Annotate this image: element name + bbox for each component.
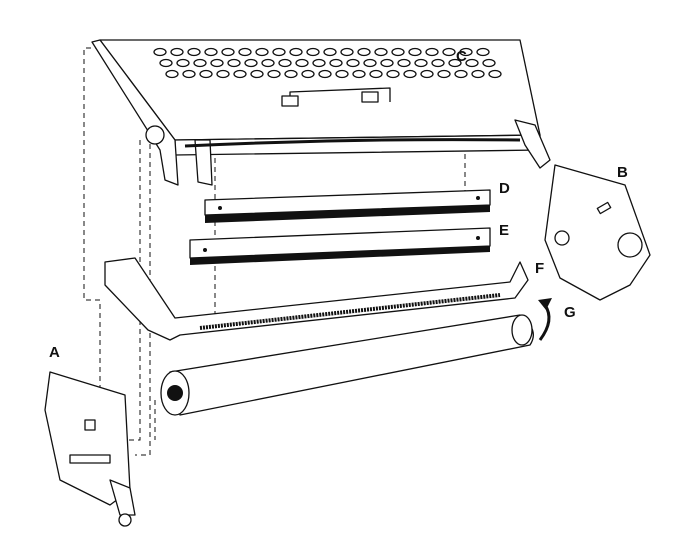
vent-hole [267,69,281,79]
vent-hole [488,69,502,79]
vent-hole [476,47,490,57]
vent-hole [301,69,315,79]
vent-hole [250,69,264,79]
vent-hole [420,69,434,79]
vent-hole [442,47,456,57]
vent-hole [437,69,451,79]
label-e: E [499,222,510,239]
vent-hole [465,58,479,68]
top-cover-c [91,39,551,186]
vent-hole [159,58,173,68]
vent-hole [170,47,184,57]
vent-hole [193,58,207,68]
vent-hole [459,47,473,57]
vent-hole [318,69,332,79]
label-b: B [617,164,628,181]
vent-hole [346,58,360,68]
vent-hole [204,47,218,57]
vent-hole [244,58,258,68]
vent-hole [386,69,400,79]
vent-hole [182,69,196,79]
vent-hole [403,69,417,79]
vent-hole [369,69,383,79]
vent-hole [295,58,309,68]
vent-hole [380,58,394,68]
vent-hole [261,58,275,68]
label-d: D [499,180,510,197]
vent-hole [306,47,320,57]
vent-hole [176,58,190,68]
alignment-guides [83,47,466,456]
side-plate-b [544,164,651,301]
vent-hole [272,47,286,57]
side-plate-a [44,371,136,527]
vent-hole [335,69,349,79]
label-a: A [49,344,60,361]
vent-hole [329,58,343,68]
vent-hole [199,69,213,79]
vent-hole [255,47,269,57]
vent-hole [357,47,371,57]
vent-hole [408,47,422,57]
vent-hole [454,69,468,79]
label-g: G [564,304,576,321]
vent-hole [323,47,337,57]
vent-hole [391,47,405,57]
blade-d [204,189,491,223]
vent-hole [238,47,252,57]
blade-e [189,227,491,265]
tray-f [104,257,529,341]
vent-hole [363,58,377,68]
vent-hole [414,58,428,68]
vent-hole [187,47,201,57]
roller-g [160,298,552,416]
vent-hole [471,69,485,79]
vent-hole [397,58,411,68]
vent-hole [374,47,388,57]
label-c: C [456,48,467,65]
vent-hole [153,47,167,57]
vent-hole [210,58,224,68]
vent-hole [227,58,241,68]
vent-hole [289,47,303,57]
vent-hole [448,58,462,68]
vent-hole [165,69,179,79]
vent-hole [221,47,235,57]
vent-hole [340,47,354,57]
label-f: F [535,260,545,277]
vent-hole [482,58,496,68]
vent-hole [216,69,230,79]
vent-hole [352,69,366,79]
vent-hole [233,69,247,79]
vent-hole [312,58,326,68]
vent-hole [278,58,292,68]
vent-hole [425,47,439,57]
vent-hole [284,69,298,79]
vent-hole [431,58,445,68]
